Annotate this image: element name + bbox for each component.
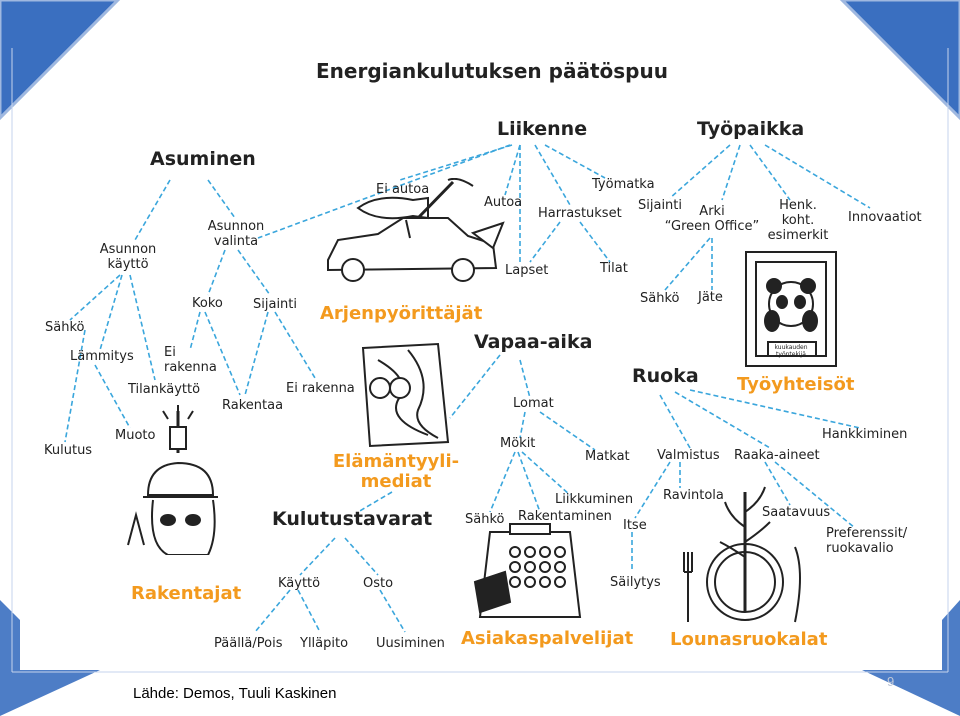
source-citation: Lähde: Demos, Tuuli Kaskinen	[133, 685, 337, 702]
label-sijainti: Sijainti	[253, 297, 298, 312]
label-kaytto: Käyttö	[278, 576, 321, 591]
plate-illustration	[683, 486, 801, 623]
label-osto: Osto	[363, 576, 394, 591]
label-tyomatka: Työmatka	[592, 177, 655, 192]
label-preferenssit: Preferenssit/ ruokavalio	[826, 526, 908, 556]
label-lomat: Lomat	[513, 396, 554, 411]
label-ravintola: Ravintola	[663, 488, 724, 503]
label-autoa: Autoa	[484, 195, 523, 210]
label-koko: Koko	[192, 296, 223, 311]
label-lammitys: Lämmitys	[70, 349, 134, 364]
group-rakentajat: Rakentajat	[131, 583, 242, 604]
label-arki: Arki “Green Office”	[664, 204, 760, 234]
label-jate: Jäte	[698, 290, 723, 305]
label-tp-sahko: Sähkö	[640, 291, 680, 306]
label-ei-autoa: Ei autoa	[376, 182, 430, 197]
label-raaka-aineet: Raaka-aineet	[734, 448, 820, 463]
label-yllapito: Ylläpito	[300, 636, 349, 651]
magazine-illustration	[361, 342, 450, 448]
label-hankkiminen: Hankkiminen	[822, 427, 908, 442]
label-valmistus: Valmistus	[657, 448, 720, 463]
panda-frame-illustration	[745, 251, 837, 367]
group-asiakaspalvelijat: Asiakaspalvelijat	[461, 628, 634, 649]
label-innovaatiot: Innovaatiot	[848, 210, 922, 225]
label-itse: Itse	[623, 518, 647, 533]
label-liikkuminen: Liikkuminen	[555, 492, 634, 507]
heading-asuminen: Asuminen	[150, 148, 256, 170]
label-ei-rakenna-2: Ei rakenna	[286, 381, 355, 396]
label-uusiminen: Uusiminen	[376, 636, 445, 651]
label-lapset: Lapset	[505, 263, 549, 278]
builder-illustration	[127, 405, 218, 555]
group-arjenpyorittajat: Arjenpyörittäjät	[320, 303, 483, 324]
label-rakentaa: Rakentaa	[222, 398, 284, 413]
label-sailytys: Säilytys	[610, 575, 661, 590]
label-tilat: Tilat	[600, 261, 628, 276]
heading-vapaa-aika: Vapaa-aika	[474, 331, 593, 353]
car-illustration	[327, 178, 505, 282]
label-rakentaminen: Rakentaminen	[518, 509, 612, 524]
frame-caption: kuukauden työntekijä	[774, 344, 808, 358]
label-asunnon-kaytto: Asunnon käyttö	[99, 242, 157, 272]
label-tp-sijainti: Sijainti	[638, 198, 683, 213]
label-va-sahko: Sähkö	[465, 512, 505, 527]
group-tyoyhteisot: Työyhteisöt	[737, 374, 855, 395]
label-tilankaytto: Tilankäyttö	[128, 382, 201, 397]
cash-register-illustration	[473, 523, 582, 618]
label-saatavuus: Saatavuus	[762, 505, 831, 520]
heading-ruoka: Ruoka	[632, 365, 699, 387]
group-elamantyyli: Elämäntyyli- mediat	[332, 451, 460, 492]
diagram-title: Energiankulutuksen päätöspuu	[316, 59, 668, 83]
label-kulutus: Kulutus	[44, 443, 93, 458]
label-harrastukset: Harrastukset	[538, 206, 622, 221]
label-henk: Henk. koht. esimerkit	[767, 198, 829, 243]
label-paalla-pois: Päällä/Pois	[214, 636, 283, 651]
group-lounasruokalat: Lounasruokalat	[670, 629, 828, 650]
label-mokit: Mökit	[500, 436, 536, 451]
label-matkat: Matkat	[585, 449, 630, 464]
page-number: 9	[887, 674, 895, 689]
heading-liikenne: Liikenne	[497, 118, 588, 140]
label-asunnon-valinta: Asunnon valinta	[207, 219, 265, 249]
label-sahko: Sähkö	[45, 320, 85, 335]
heading-tyopaikka: Työpaikka	[697, 118, 805, 140]
label-ei-rakenna: Ei rakenna	[164, 345, 217, 375]
heading-kulutustavarat: Kulutustavarat	[272, 508, 433, 530]
label-muoto: Muoto	[115, 428, 156, 443]
